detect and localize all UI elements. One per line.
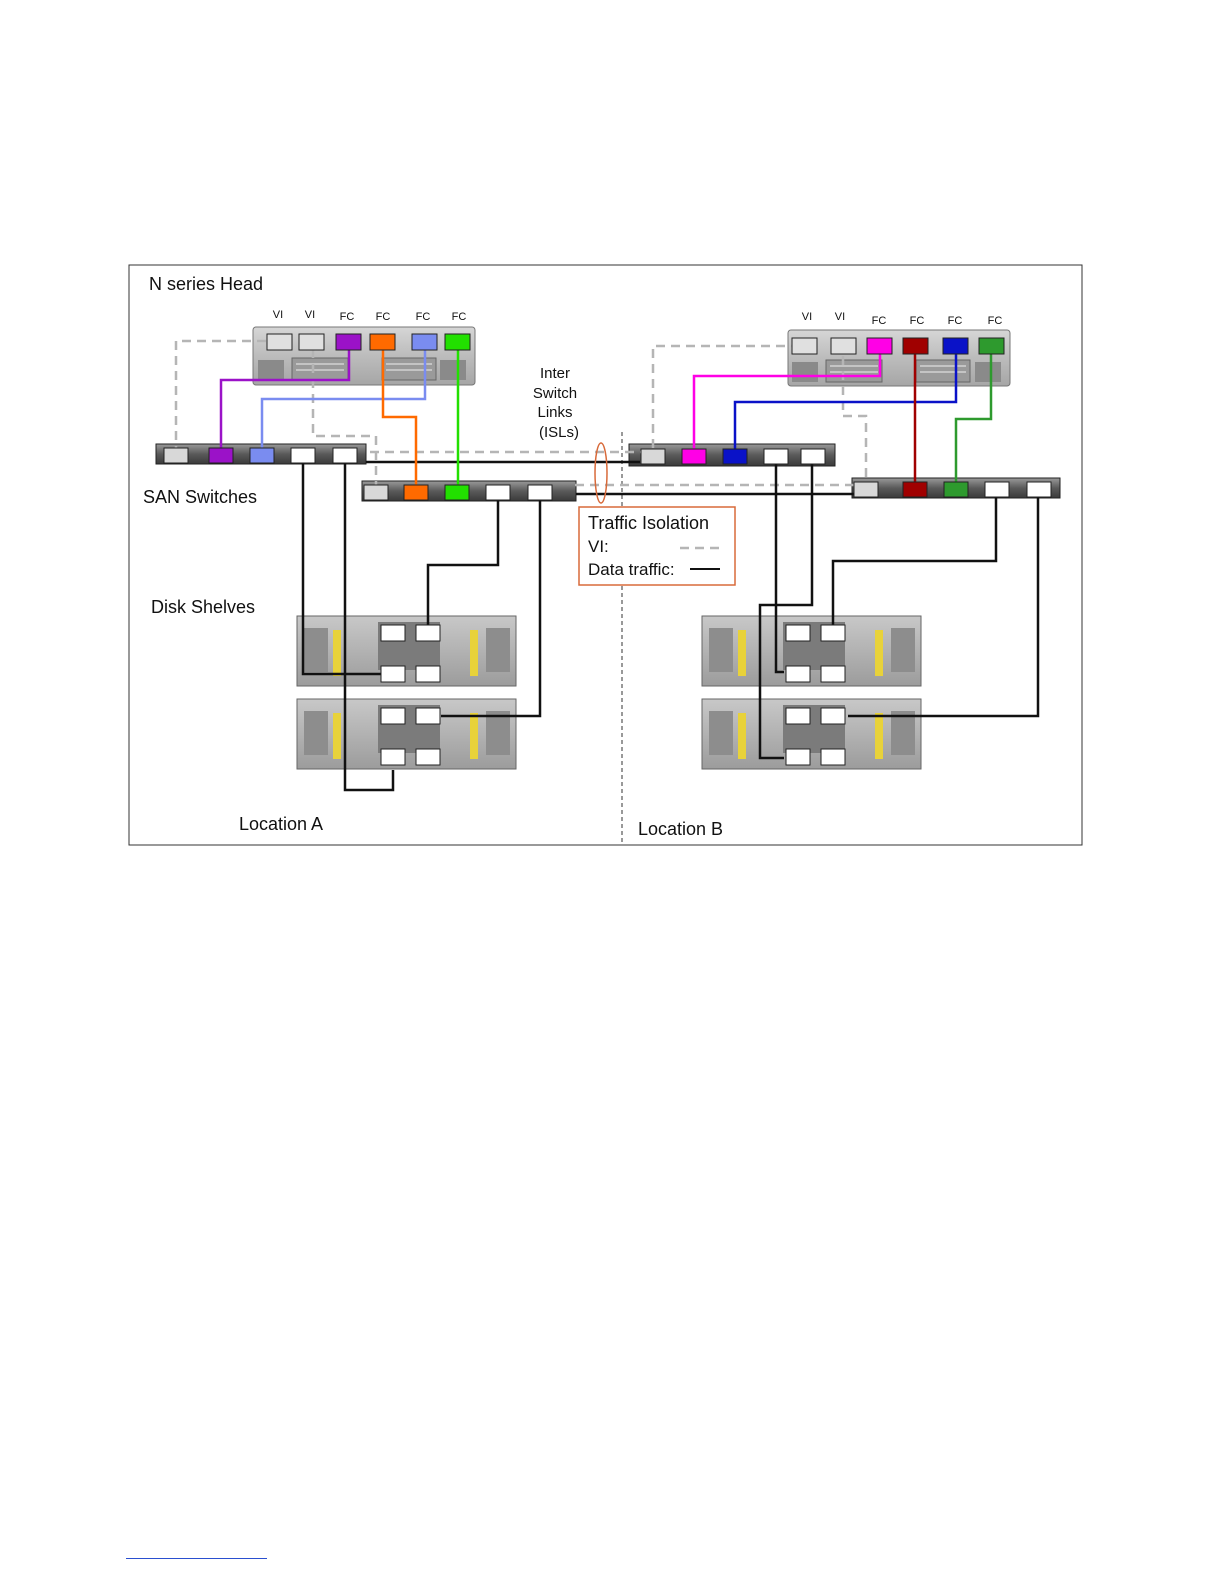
switch-a2-port-green [445,485,469,500]
location-b-label: Location B [638,819,723,839]
head-b-port-label: FC [910,315,925,327]
shelf-b1-port-1 [786,625,810,641]
head-a-port-label: FC [340,311,355,323]
shelf-a1-port-4 [416,666,440,682]
shelf-b2-port-3 [786,749,810,765]
switch-a1-port-disk-1 [291,448,315,463]
switch-b2-port-disk-2 [1027,482,1051,497]
shelf-a2-port-1 [381,708,405,724]
shelf-a1-port-3 [381,666,405,682]
disk-shelf-b2 [702,699,921,769]
disk-shelf-b1 [702,616,921,686]
isl-label-line2: Switch [533,385,577,402]
switch-a1-port-vi [164,448,188,463]
isl-label-line1: Inter [540,365,570,382]
shelf-b2-port-2 [821,708,845,724]
head-a-port-label: FC [452,311,467,323]
head-b-port-label: FC [948,315,963,327]
shelf-a2-port-3 [381,749,405,765]
head-b-port-label: VI [802,311,812,323]
switch-b2-port-darkred [903,482,927,497]
head-title: N series Head [149,274,263,294]
head-b-port-label: FC [988,315,1003,327]
head-a-port-label: VI [273,309,283,321]
san-switches-label: SAN Switches [143,487,257,507]
shelf-b2-port-4 [821,749,845,765]
head-a-port-fc-lightblue [412,334,437,350]
switch-a2-port-orange [404,485,428,500]
switch-a2-port-disk-2 [528,485,552,500]
head-a-port-label: FC [416,311,431,323]
legend-data-label: Data traffic: [588,560,675,579]
head-b-port-fc-darkgreen [979,338,1004,354]
switch-b2-port-disk-1 [985,482,1009,497]
head-a-port-fc-orange [370,334,395,350]
head-b [788,330,1010,386]
switch-b1-port-disk-1 [764,449,788,464]
isl-label-line3: Links [537,404,572,421]
switch-a1-port-purple [209,448,233,463]
shelf-a2-port-4 [416,749,440,765]
head-b-port-vi-1 [792,338,817,354]
head-b-port-vi-2 [831,338,856,354]
switch-b2-port-vi [854,482,878,497]
switch-a1-port-lightblue [250,448,274,463]
shelf-a2-port-2 [416,708,440,724]
shelf-b1-port-4 [821,666,845,682]
switch-b1-port-blue [723,449,747,464]
head-b-port-fc-blue [943,338,968,354]
head-a-port-label: VI [305,309,315,321]
head-b-port-fc-magenta [867,338,892,354]
head-b-port-fc-darkred [903,338,928,354]
isl-label-line4: (ISLs) [539,424,579,441]
switch-a2-port-vi [364,485,388,500]
shelf-b1-port-2 [821,625,845,641]
location-a-label: Location A [239,814,323,834]
legend-vi-label: VI: [588,537,609,556]
shelf-a1-port-1 [381,625,405,641]
switch-b1-port-magenta [682,449,706,464]
switch-a2-port-disk-1 [486,485,510,500]
disk-shelf-a1 [297,616,516,686]
head-b-port-label: VI [835,311,845,323]
shelf-b1-port-3 [786,666,810,682]
switch-a1-port-disk-2 [333,448,357,463]
legend-title: Traffic Isolation [588,513,709,533]
head-a-port-vi-2 [299,334,324,350]
switch-b1-port-disk-2 [801,449,825,464]
head-a-port-fc-purple [336,334,361,350]
disk-shelf-a2 [297,699,516,769]
head-a-port-fc-green [445,334,470,350]
shelf-b2-port-1 [786,708,810,724]
shelf-a1-port-2 [416,625,440,641]
switch-b2-port-darkgreen [944,482,968,497]
traffic-isolation-legend: Traffic Isolation VI: Data traffic: [579,507,735,585]
disk-shelves-label: Disk Shelves [151,597,255,617]
head-a-port-vi-1 [267,334,292,350]
footnote-rule [126,1558,267,1559]
switch-b1-port-vi [641,449,665,464]
head-b-port-label: FC [872,315,887,327]
head-a-port-label: FC [376,311,391,323]
